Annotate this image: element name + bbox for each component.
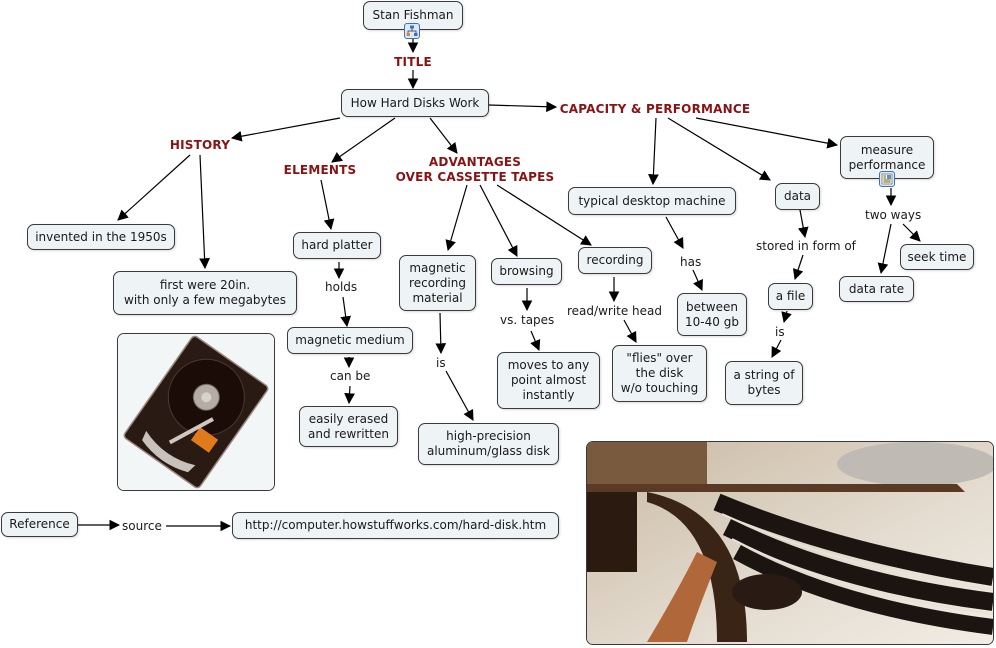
node-magnetic-medium[interactable]: magnetic medium: [287, 327, 413, 354]
link-twoways-seek: [902, 223, 921, 242]
concept-map-icon[interactable]: [404, 23, 420, 39]
root-node[interactable]: How Hard Disks Work: [341, 89, 489, 117]
node-between-10-40gb[interactable]: between 10-40 gb: [677, 293, 747, 336]
link-elements-platter: [320, 179, 335, 231]
link-stored-afile: [792, 254, 804, 281]
link-root-elements: [331, 117, 396, 163]
link-magrec-is: [435, 312, 447, 355]
linking-phrase-title: TITLE: [394, 55, 432, 69]
node-typical-desktop[interactable]: typical desktop machine: [568, 187, 736, 215]
linking-phrase-stored-in-form-of: stored in form of: [755, 239, 857, 253]
link-root-advantages: [429, 117, 458, 154]
node-hard-platter[interactable]: hard platter: [293, 232, 381, 259]
link-cap-data: [667, 117, 771, 181]
linking-phrase-can-be: can be: [329, 369, 372, 383]
link-afile-is: [781, 310, 792, 324]
linking-phrase-is-2: is: [774, 325, 786, 339]
node-recording[interactable]: recording: [578, 247, 652, 274]
concept-advantages[interactable]: ADVANTAGES OVER CASSETTE TAPES: [395, 155, 555, 184]
link-history-first: [199, 154, 210, 270]
link-has-between: [692, 269, 703, 291]
node-easily-erased[interactable]: easily erased and rewritten: [299, 406, 398, 447]
concept-history[interactable]: HISTORY: [169, 138, 231, 152]
link-adv-recording: [496, 184, 592, 246]
node-first[interactable]: first were 20in. with only a few megabyt…: [113, 271, 297, 315]
link-cap-desktop: [648, 117, 659, 186]
link-twoways-datarate: [877, 223, 892, 275]
node-string-of-bytes[interactable]: a string of bytes: [725, 361, 803, 405]
concept-elements[interactable]: ELEMENTS: [283, 163, 357, 177]
node-flies-over[interactable]: "flies" over the disk w/o touching: [612, 345, 707, 402]
link-vs-moves: [530, 330, 541, 351]
link-is-precision: [445, 370, 474, 421]
node-a-file[interactable]: a file: [768, 283, 813, 310]
resource-document-icon[interactable]: [879, 171, 895, 187]
linking-phrase-read-write-head: read/write head: [566, 304, 664, 318]
link-is-string: [771, 339, 782, 358]
node-moves-instantly[interactable]: moves to any point almost instantly: [497, 352, 600, 409]
url-node[interactable]: http://computer.howstuffworks.com/hard-d…: [232, 512, 559, 539]
node-data-rate[interactable]: data rate: [839, 276, 914, 302]
link-root-capacity: [488, 101, 558, 113]
link-cap-measure: [695, 117, 839, 149]
linking-phrase-two-ways: two ways: [864, 208, 923, 222]
linking-phrase-holds: holds: [324, 280, 359, 294]
linking-phrase-source: source: [121, 519, 163, 533]
hard-disk-platters-photo[interactable]: [586, 441, 994, 645]
node-browsing[interactable]: browsing: [491, 258, 562, 285]
link-canbe-erased: [344, 385, 355, 405]
link-adv-browsing: [479, 184, 518, 257]
linking-phrase-is: is: [435, 356, 447, 370]
node-high-precision[interactable]: high-precision aluminum/glass disk: [418, 423, 559, 465]
concept-capacity-performance[interactable]: CAPACITY & PERFORMANCE: [559, 102, 751, 116]
node-magnetic-recording-material[interactable]: magnetic recording material: [399, 255, 476, 311]
link-data-stored: [797, 209, 809, 239]
link-root-history: [230, 117, 341, 142]
node-data[interactable]: data: [775, 183, 820, 210]
linking-phrase-has: has: [679, 255, 703, 269]
link-history-invented: [117, 154, 191, 221]
link-desktop-has: [665, 216, 684, 249]
node-invented[interactable]: invented in the 1950s: [27, 224, 175, 250]
node-seek-time[interactable]: seek time: [900, 244, 974, 270]
linking-phrase-vs-tapes: vs. tapes: [499, 313, 556, 327]
hard-drive-image[interactable]: [117, 333, 275, 491]
link-holds-medium: [340, 296, 352, 328]
reference-node[interactable]: Reference: [1, 512, 78, 537]
link-adv-magrec: [445, 184, 468, 252]
link-rw-flies: [623, 319, 637, 343]
